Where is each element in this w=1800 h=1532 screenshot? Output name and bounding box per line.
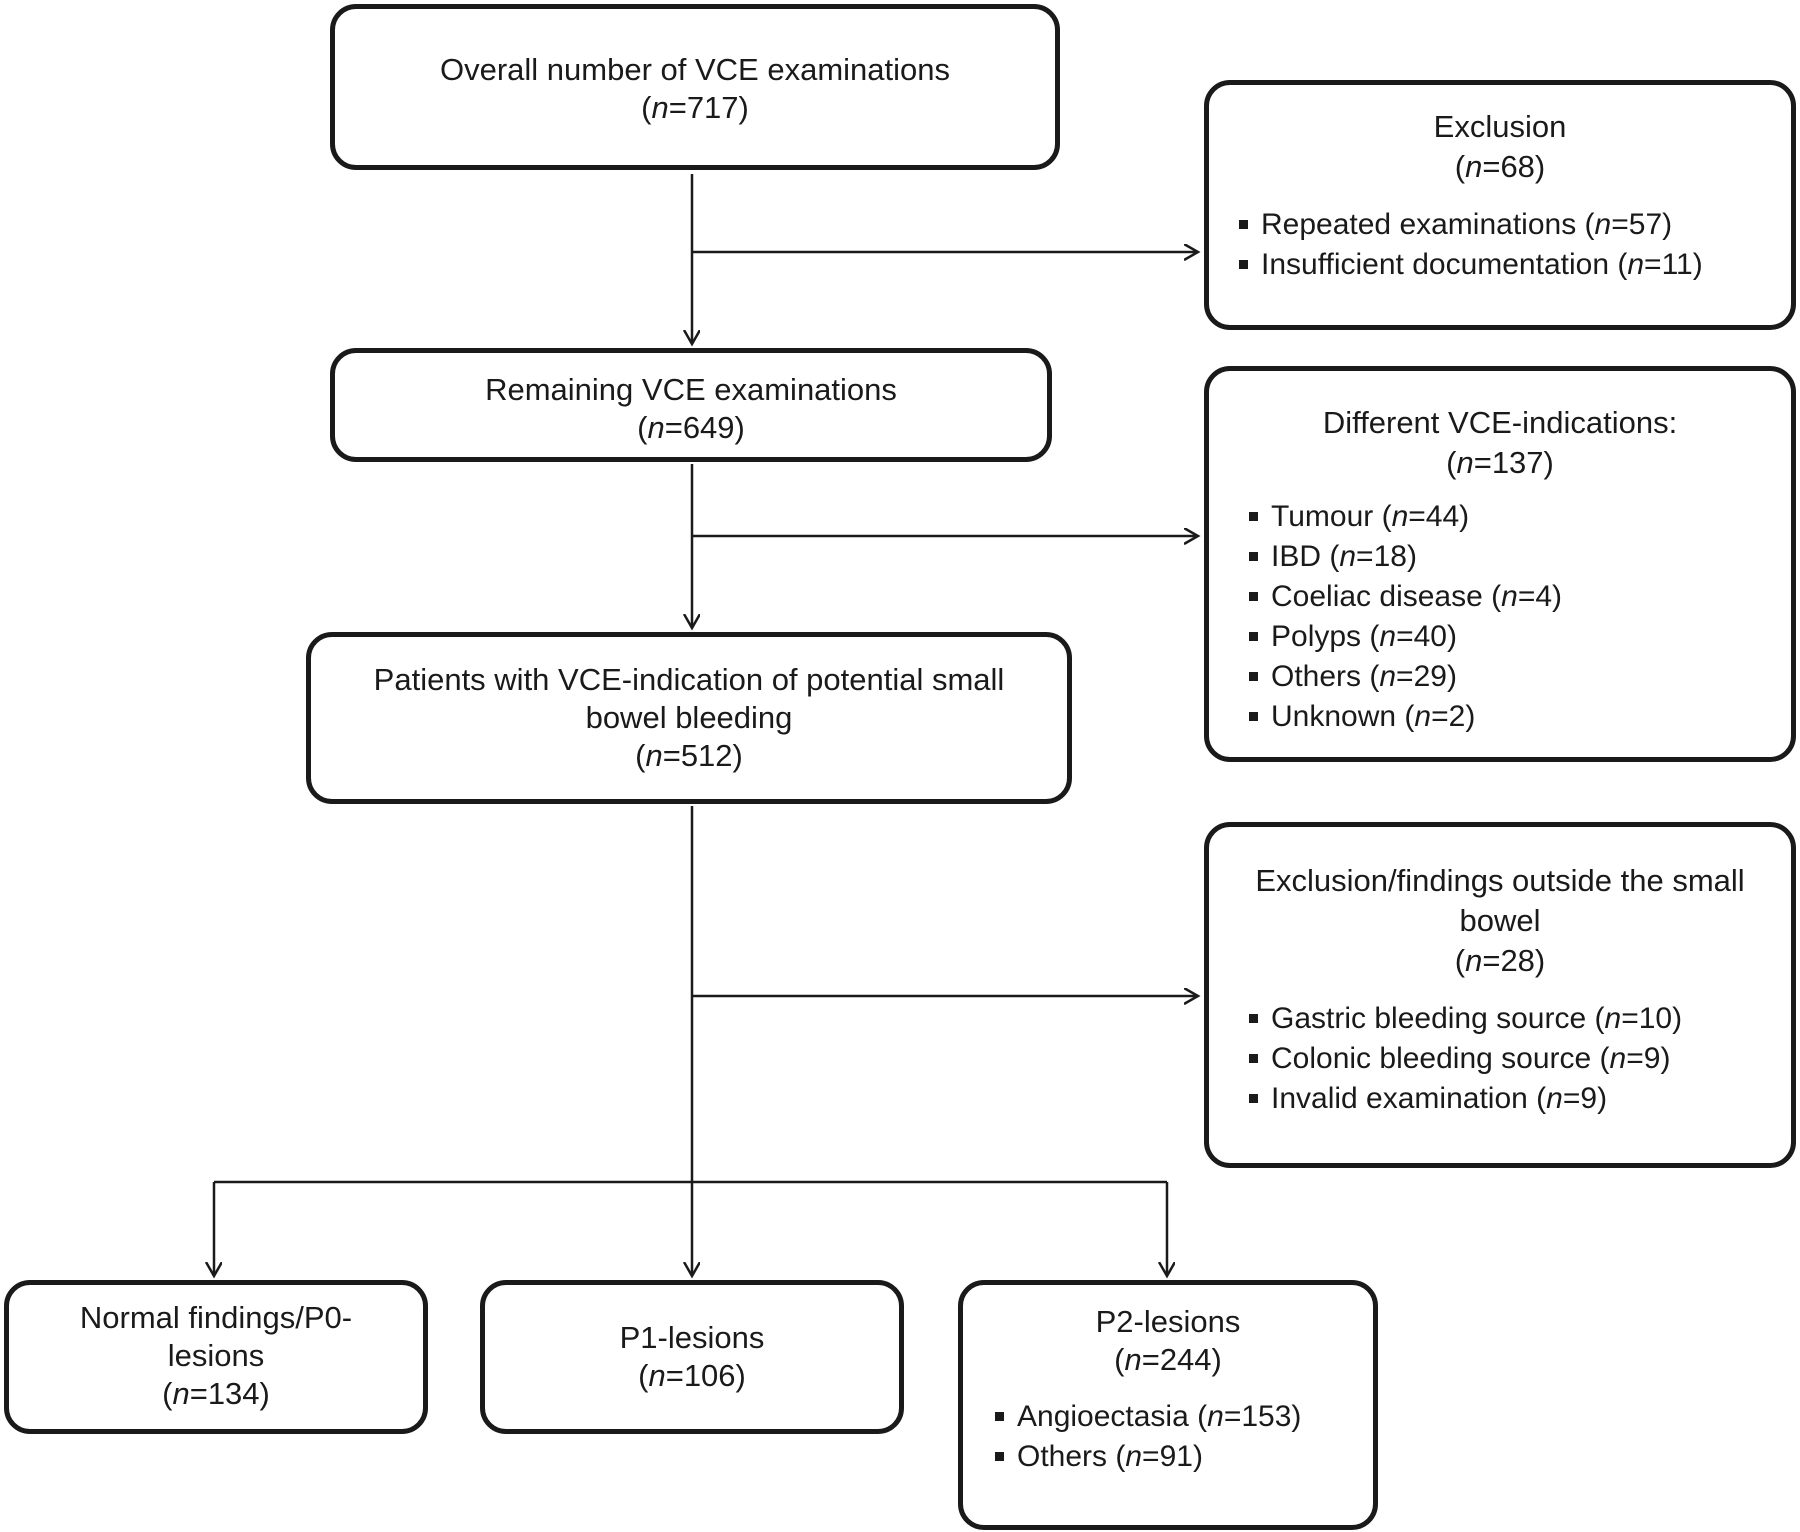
p0-title-line1: Normal findings/P0- — [79, 1300, 353, 1335]
p1-box: P1-lesions (n=106) — [480, 1280, 904, 1434]
p2-item: Angioectasia (n=153) — [991, 1397, 1373, 1437]
p1-title: P1-lesions — [619, 1320, 765, 1355]
indications-title: Different VCE-indications: — [1322, 405, 1678, 440]
indications-box: Different VCE-indications: (n=137) Tumou… — [1204, 366, 1796, 762]
indication-item: IBD (n=18) — [1245, 537, 1791, 577]
remaining-count: (n=649) — [637, 410, 745, 445]
bleeding-count: (n=512) — [635, 738, 743, 773]
p0-count: (n=134) — [162, 1376, 270, 1411]
p0-title-line2: lesions — [167, 1338, 265, 1373]
exclusion-title: Exclusion — [1433, 109, 1567, 144]
exclusion-item: Repeated examinations (n=57) — [1235, 205, 1791, 245]
outside-item: Invalid examination (n=9) — [1245, 1079, 1791, 1119]
outside-item: Gastric bleeding source (n=10) — [1245, 999, 1791, 1039]
outside-title-line1: Exclusion/findings outside the small — [1255, 863, 1745, 898]
bleeding-title-line2: bowel bleeding — [585, 700, 793, 735]
p1-count: (n=106) — [638, 1358, 746, 1393]
indication-item: Unknown (n=2) — [1245, 697, 1791, 737]
exclusion-count: (n=68) — [1454, 149, 1546, 184]
indication-item: Tumour (n=44) — [1245, 497, 1791, 537]
remaining-box: Remaining VCE examinations (n=649) — [330, 348, 1052, 462]
p0-box: Normal findings/P0- lesions (n=134) — [4, 1280, 428, 1434]
indication-item: Polyps (n=40) — [1245, 617, 1791, 657]
exclusion-item: Insufficient documentation (n=11) — [1235, 245, 1791, 285]
overall-title: Overall number of VCE examinations — [439, 52, 950, 87]
outside-box: Exclusion/findings outside the small bow… — [1204, 822, 1796, 1168]
outside-count: (n=28) — [1454, 943, 1546, 978]
outside-title-line2: bowel — [1459, 903, 1541, 938]
overall-box: Overall number of VCE examinations (n=71… — [330, 4, 1060, 170]
p2-count: (n=244) — [1114, 1342, 1222, 1377]
exclusion-box: Exclusion (n=68) Repeated examinations (… — [1204, 80, 1796, 330]
indication-item: Coeliac disease (n=4) — [1245, 577, 1791, 617]
p2-title: P2-lesions — [1095, 1304, 1241, 1339]
indications-count: (n=137) — [1446, 445, 1554, 480]
indication-item: Others (n=29) — [1245, 657, 1791, 697]
remaining-title: Remaining VCE examinations — [485, 372, 897, 407]
bleeding-box: Patients with VCE-indication of potentia… — [306, 632, 1072, 804]
p2-item: Others (n=91) — [991, 1437, 1373, 1477]
outside-item: Colonic bleeding source (n=9) — [1245, 1039, 1791, 1079]
bleeding-title-line1: Patients with VCE-indication of potentia… — [373, 662, 1005, 697]
p2-box: P2-lesions (n=244) Angioectasia (n=153) … — [958, 1280, 1378, 1530]
overall-count: (n=717) — [641, 90, 749, 125]
